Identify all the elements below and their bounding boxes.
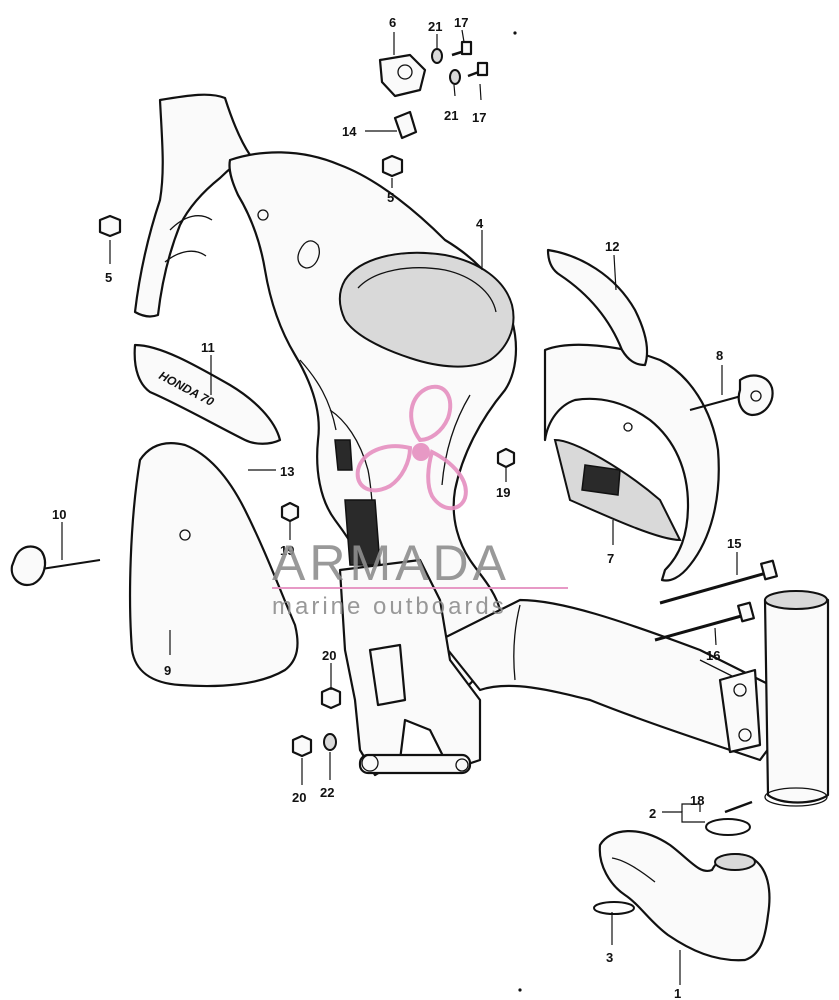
emblem-plate [133, 343, 282, 445]
nut-19b [496, 447, 516, 469]
callout-9: 9 [164, 663, 171, 678]
callout-8: 8 [716, 348, 723, 363]
leader-lines [61, 29, 738, 985]
callout-2: 2 [649, 806, 656, 821]
callout-11: 11 [201, 340, 215, 355]
callout-22: 22 [320, 785, 334, 800]
callout-17a: 17 [454, 15, 468, 30]
nut-19a [280, 501, 300, 523]
callout-5b: 5 [387, 190, 394, 205]
callout-1: 1 [674, 986, 681, 1000]
callout-3: 3 [606, 950, 613, 965]
callout-21b: 21 [444, 108, 458, 123]
callout-12: 12 [605, 239, 619, 254]
air-duct [598, 830, 771, 962]
washer-21b [449, 69, 461, 85]
watermark-tagline: marine outboards [272, 593, 507, 620]
propeller-logo-icon [355, 384, 468, 511]
watermark-brand: ARMADA [272, 535, 510, 591]
leg-shield-part [133, 93, 252, 318]
nut-5b [381, 154, 404, 178]
callout-labels: 1 2 3 4 5 5 6 7 8 9 10 11 12 13 14 15 16… [52, 15, 741, 1000]
engine-hanger [338, 558, 482, 777]
knob-screw-10 [10, 545, 101, 586]
watermark: ARMADA marine outboards [272, 384, 568, 620]
cover-strip [546, 248, 649, 367]
callout-18: 18 [690, 793, 704, 808]
callout-5a: 5 [105, 270, 112, 285]
nut-20a [320, 686, 342, 710]
callout-10: 10 [52, 507, 66, 522]
frame-tube [438, 598, 792, 762]
callout-20b: 20 [292, 790, 306, 805]
callout-7: 7 [607, 551, 614, 566]
clip-3 [593, 901, 635, 915]
callout-6: 6 [389, 15, 396, 30]
callout-19b: 19 [496, 485, 510, 500]
washer-22 [323, 733, 337, 751]
bolt-16 [654, 601, 755, 642]
screw-18 [724, 800, 753, 814]
nut-5a [98, 214, 122, 238]
callout-14: 14 [342, 124, 357, 139]
callout-15: 15 [727, 536, 741, 551]
callout-21a: 21 [428, 19, 442, 34]
washer-21a [431, 48, 443, 64]
clamp-6 [378, 53, 427, 98]
callout-20a: 20 [322, 648, 336, 663]
callout-19a: 19 [280, 543, 294, 558]
callout-13: 13 [280, 464, 294, 479]
screw-17b [467, 61, 489, 78]
steering-head-pipe [763, 591, 830, 804]
shim-14 [393, 110, 418, 140]
clamp-2 [705, 818, 751, 836]
right-side-cover [543, 343, 720, 582]
callout-16: 16 [706, 648, 720, 663]
frame-opening [338, 251, 515, 368]
left-side-cover [128, 442, 299, 688]
callout-4: 4 [476, 216, 484, 231]
callout-17b: 17 [472, 110, 486, 125]
nut-20b [291, 734, 313, 758]
screw-17a [451, 40, 473, 57]
bolt-15 [659, 559, 778, 605]
knob-screw-8 [689, 374, 774, 417]
